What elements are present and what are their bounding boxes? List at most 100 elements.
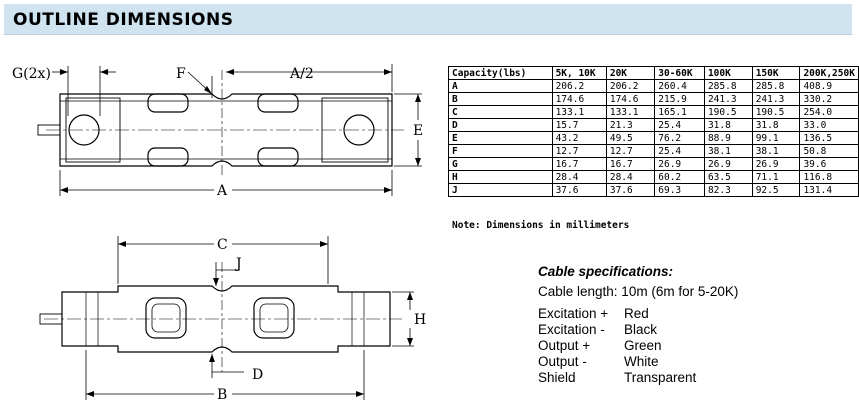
- table-cell: 165.1: [654, 105, 705, 119]
- wire-signal: Output +: [538, 338, 591, 353]
- table-cell: 37.6: [605, 183, 656, 197]
- table-cell: 190.5: [703, 105, 753, 119]
- wire-row: Shield Transparent: [538, 370, 738, 386]
- table-cell: 88.9: [703, 131, 753, 145]
- table-row: J 37.6 37.6 69.3 82.3 92.5 131.4: [448, 183, 859, 197]
- table-cell: E: [448, 131, 553, 145]
- table-cell: 92.5: [751, 183, 801, 197]
- wire-signal: Excitation +: [538, 306, 609, 321]
- dim-label-a-half: A/2: [289, 66, 314, 82]
- table-cell: 33.0: [799, 118, 859, 132]
- table-cell: 131.4: [799, 183, 859, 197]
- wire-signal: Excitation -: [538, 322, 605, 337]
- table-cell: C: [448, 105, 553, 119]
- dim-label-g: G(2x): [12, 66, 51, 82]
- wire-signal: Output -: [538, 354, 587, 369]
- wire-color: White: [624, 354, 659, 369]
- table-cell: 39.6: [799, 157, 859, 171]
- table-cell: 28.4: [551, 170, 607, 184]
- table-cell: 190.5: [751, 105, 801, 119]
- table-row: E 43.2 49.5 76.2 88.9 99.1 136.5: [448, 131, 859, 145]
- table-cell: 26.9: [751, 157, 801, 171]
- table-cell: 26.9: [654, 157, 705, 171]
- table-cell: 37.6: [551, 183, 607, 197]
- section-title: OUTLINE DIMENSIONS: [13, 10, 234, 30]
- wire-color: Black: [624, 322, 658, 337]
- dimension-arrows: [60, 69, 421, 397]
- table-cell: 136.5: [799, 131, 859, 145]
- table-cell: 174.6: [551, 92, 607, 106]
- table-cell: 31.8: [751, 118, 801, 132]
- table-cell: 43.2: [551, 131, 607, 145]
- table-cell: 69.3: [654, 183, 705, 197]
- table-cell: 215.9: [654, 92, 705, 106]
- dim-label-d: D: [252, 367, 263, 383]
- wire-row: Output + Green: [538, 338, 738, 354]
- column-header: 5K, 10K: [551, 66, 607, 80]
- column-header: 150K: [751, 66, 801, 80]
- wire-color: Red: [624, 306, 649, 321]
- wire-color: Green: [624, 338, 662, 353]
- wire-row: Excitation + Red: [538, 306, 738, 322]
- table-cell: 38.1: [751, 144, 801, 158]
- table-cell: J: [448, 183, 553, 197]
- table-cell: 15.7: [551, 118, 607, 132]
- table-row: A 206.2 206.2 260.4 285.8 285.8 408.9: [448, 79, 859, 93]
- table-cell: 25.4: [654, 144, 705, 158]
- column-header: 20K: [605, 66, 656, 80]
- table-cell: 285.8: [751, 79, 801, 93]
- dim-label-h: H: [414, 312, 426, 328]
- table-row: C 133.1 133.1 165.1 190.5 190.5 254.0: [448, 105, 859, 119]
- column-header: 100K: [703, 66, 753, 80]
- column-header: 200K,250K: [799, 66, 859, 80]
- dimensions-table: Capacity(lbs) 5K, 10K 20K 30-60K 100K 15…: [448, 66, 859, 197]
- wire-row: Excitation - Black: [538, 322, 738, 338]
- table-note: Note: Dimensions in millimeters: [452, 220, 630, 231]
- wire-color: Transparent: [624, 370, 697, 385]
- cable-spec-title: Cable specifications:: [538, 264, 674, 279]
- dim-label-e: E: [413, 123, 423, 139]
- table-cell: 63.5: [703, 170, 753, 184]
- table-cell: D: [448, 118, 553, 132]
- table-cell: 133.1: [551, 105, 607, 119]
- column-header: 30-60K: [654, 66, 705, 80]
- table-cell: 16.7: [551, 157, 607, 171]
- table-cell: B: [448, 92, 553, 106]
- wire-signal: Shield: [538, 370, 576, 385]
- table-cell: 260.4: [654, 79, 705, 93]
- cable-specifications: Cable specifications: Cable length: 10m …: [538, 264, 738, 386]
- table-cell: 71.1: [751, 170, 801, 184]
- table-cell: G: [448, 157, 553, 171]
- table-cell: F: [448, 144, 553, 158]
- table-cell: 99.1: [751, 131, 801, 145]
- dim-label-c: C: [217, 237, 228, 253]
- dim-label-a: A: [216, 183, 228, 199]
- table-cell: 241.3: [751, 92, 801, 106]
- bottom-view: [39, 236, 414, 400]
- table-cell: A: [448, 79, 553, 93]
- table-row: D 15.7 21.3 25.4 31.8 31.8 33.0: [448, 118, 859, 132]
- table-cell: 16.7: [605, 157, 656, 171]
- table-cell: 330.2: [799, 92, 859, 106]
- table-cell: H: [448, 170, 553, 184]
- table-cell: 174.6: [605, 92, 656, 106]
- table-header-row: Capacity(lbs) 5K, 10K 20K 30-60K 100K 15…: [448, 66, 859, 80]
- wire-row: Output - White: [538, 354, 738, 370]
- table-cell: 25.4: [654, 118, 705, 132]
- table-cell: 82.3: [703, 183, 753, 197]
- table-cell: 254.0: [799, 105, 859, 119]
- table-cell: 241.3: [703, 92, 753, 106]
- table-cell: 28.4: [605, 170, 656, 184]
- table-cell: 60.2: [654, 170, 705, 184]
- table-cell: 49.5: [605, 131, 656, 145]
- table-cell: 38.1: [703, 144, 753, 158]
- table-cell: 206.2: [551, 79, 607, 93]
- table-cell: 408.9: [799, 79, 859, 93]
- table-cell: 31.8: [703, 118, 753, 132]
- table-cell: 50.8: [799, 144, 859, 158]
- table-cell: 12.7: [605, 144, 656, 158]
- dim-label-f: F: [176, 66, 186, 82]
- column-header: Capacity(lbs): [448, 66, 553, 80]
- table-cell: 116.8: [799, 170, 859, 184]
